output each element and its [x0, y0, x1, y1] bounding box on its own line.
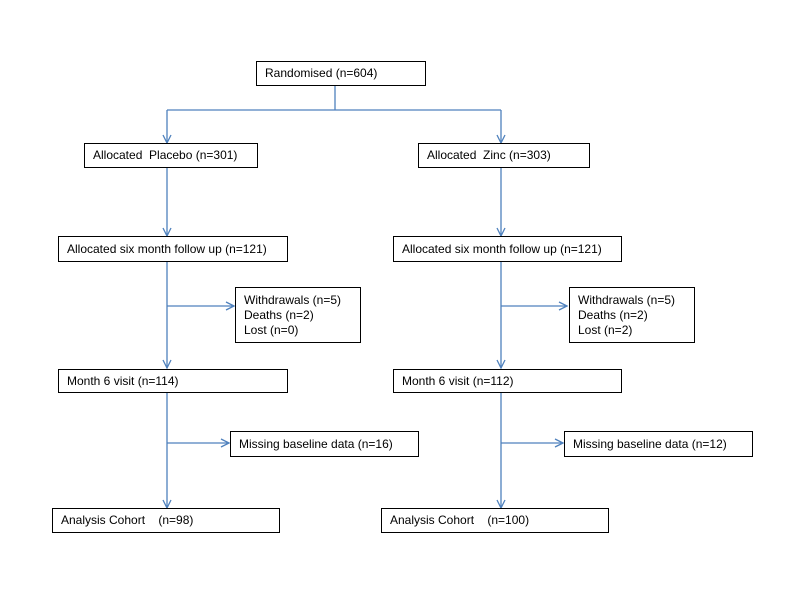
- zinc-visit-box: Month 6 visit (n=112): [393, 369, 622, 393]
- placebo-cohort-box: Analysis Cohort (n=98): [52, 508, 280, 533]
- placebo-followup-box: Allocated six month follow up (n=121): [58, 236, 288, 262]
- placebo-exclusions-box: Withdrawals (n=5) Deaths (n=2) Lost (n=0…: [235, 287, 361, 343]
- placebo-followup-label: Allocated six month follow up (n=121): [67, 241, 267, 256]
- zinc-deaths-label: Deaths (n=2): [578, 307, 648, 322]
- zinc-missing-box: Missing baseline data (n=12): [564, 431, 753, 457]
- placebo-visit-box: Month 6 visit (n=114): [58, 369, 288, 393]
- placebo-lost-label: Lost (n=0): [244, 322, 299, 337]
- zinc-missing-label: Missing baseline data (n=12): [573, 436, 727, 451]
- zinc-visit-label: Month 6 visit (n=112): [402, 373, 514, 388]
- placebo-visit-label: Month 6 visit (n=114): [67, 373, 179, 388]
- zinc-followup-box: Allocated six month follow up (n=121): [393, 236, 622, 262]
- zinc-exclusions-box: Withdrawals (n=5) Deaths (n=2) Lost (n=2…: [569, 287, 695, 343]
- zinc-cohort-label: Analysis Cohort (n=100): [390, 513, 530, 527]
- zinc-withdrawals-label: Withdrawals (n=5): [578, 292, 676, 307]
- randomised-box: Randomised (n=604): [256, 61, 426, 86]
- placebo-missing-box: Missing baseline data (n=16): [230, 431, 419, 457]
- zinc-allocated-box: Allocated Zinc (n=303): [418, 143, 590, 168]
- zinc-lost-label: Lost (n=2): [578, 322, 633, 337]
- placebo-missing-label: Missing baseline data (n=16): [239, 436, 393, 451]
- placebo-withdrawals-label: Withdrawals (n=5): [244, 292, 342, 307]
- zinc-cohort-box: Analysis Cohort (n=100): [381, 508, 609, 533]
- placebo-allocated-label: Allocated Placebo (n=301): [93, 148, 238, 162]
- placebo-cohort-label: Analysis Cohort (n=98): [61, 513, 194, 527]
- placebo-allocated-box: Allocated Placebo (n=301): [84, 143, 258, 168]
- randomised-label: Randomised (n=604): [265, 66, 378, 80]
- placebo-deaths-label: Deaths (n=2): [244, 307, 314, 322]
- zinc-allocated-label: Allocated Zinc (n=303): [427, 148, 551, 162]
- zinc-followup-label: Allocated six month follow up (n=121): [402, 241, 602, 256]
